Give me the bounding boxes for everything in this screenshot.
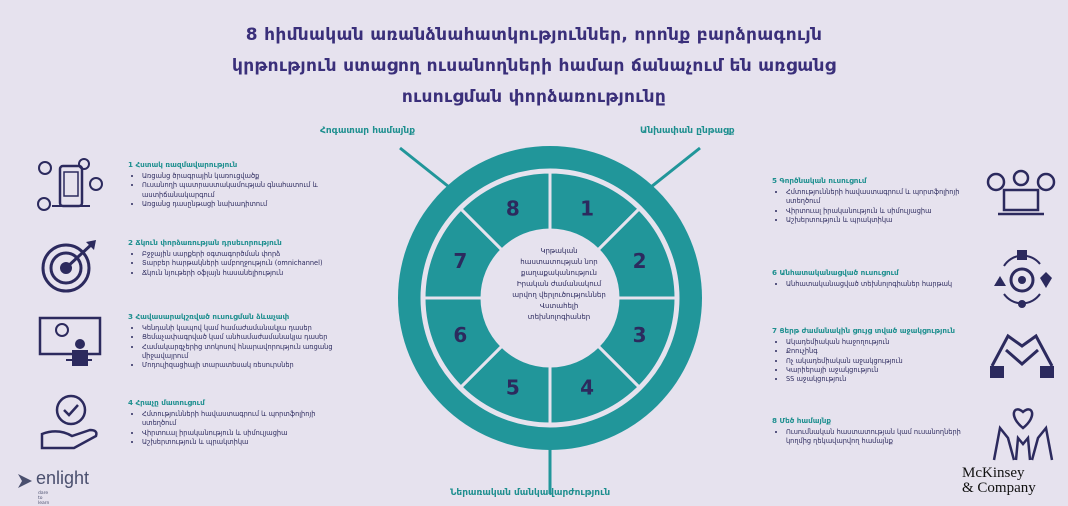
feature-items: Ակադեմիական հաջողությունՔոուչինգՈչ ակադե… bbox=[772, 338, 977, 384]
feature-item: Վիրտուալ իրականություն և սիմուլյացիա bbox=[142, 429, 343, 438]
hand-badge-icon bbox=[40, 394, 98, 450]
feature-items: Բջջային սարքերի օգտագործման փորձՏարբեր հ… bbox=[128, 250, 343, 278]
wheel-center-ring bbox=[481, 229, 619, 367]
enlight-logo-name: enlight bbox=[36, 468, 90, 488]
feature-item: SS աջակցություն bbox=[786, 375, 977, 384]
feature-block: 2 Ճկուն փորձառության դրսեւորությունԲջջայ… bbox=[128, 238, 343, 278]
wheel-center bbox=[484, 232, 616, 364]
feature-block: 3 Հավասարակշռված ուսուցման ձևաչափԿենդանի… bbox=[128, 312, 343, 370]
feature-item: Բջջային սարքերի օգտագործման փորձ bbox=[142, 250, 343, 259]
wheel-segment-number-1: 1 bbox=[580, 196, 594, 220]
center-line: տեխնոլոգիաներ bbox=[527, 313, 591, 321]
enlight-logo-mark-icon bbox=[18, 474, 32, 488]
wheel-segment-number-7: 7 bbox=[453, 249, 467, 273]
feature-block: 6 Անհատականացված ուսուցումԱնհատականացված… bbox=[772, 268, 977, 289]
gears-laptop-icon bbox=[986, 169, 1056, 216]
feature-item: Ոչ ակադեմիական աջակցություն bbox=[786, 357, 977, 366]
label-inclusive-pedagogy: Ներառական մանկավարժություն bbox=[450, 488, 611, 498]
feature-item: Հմտությունների հավաստագրում և պորտֆոլիոյ… bbox=[786, 188, 977, 207]
features-wheel: 1 2 3 4 5 6 7 8 bbox=[398, 146, 702, 494]
feature-title: 2 Ճկուն փորձառության դրսեւորություն bbox=[128, 238, 282, 247]
center-line: քաղաքականություն bbox=[521, 269, 597, 277]
feature-item: Տարբեր հարթակների ամբողջություն (omnicha… bbox=[142, 259, 343, 268]
feature-items: Առցանց ծրագրային կառուցվածքՈւսանողի պատր… bbox=[128, 172, 343, 209]
feature-item: Մոդուլիզացիայի տարատեսակ ռեսուրսներ bbox=[142, 361, 343, 370]
feature-item: Ճկուն նյութերի օֆլայն հասանելիություն bbox=[142, 269, 343, 278]
mckinsey-line-2: & Company bbox=[962, 480, 1036, 496]
presentation-idea-icon bbox=[38, 316, 102, 366]
target-icon bbox=[41, 240, 96, 293]
label-seamless-flow: Անխափան ընթացք bbox=[640, 126, 735, 136]
wheel-segment-number-2: 2 bbox=[633, 249, 647, 273]
feature-item: Քոուչինգ bbox=[786, 347, 977, 356]
wheel-segment-number-5: 5 bbox=[506, 376, 520, 400]
feature-item: Աշխերտություն և պրակտիկա bbox=[786, 216, 977, 225]
feature-item: Ակադեմիական հաջողություն bbox=[786, 338, 977, 347]
center-line: Իրական ժամանակում bbox=[516, 280, 602, 288]
social-media-phone-icon bbox=[37, 158, 103, 211]
center-line: Կրթական bbox=[540, 247, 578, 255]
wheel-segment-number-4: 4 bbox=[580, 376, 594, 400]
wheel-segment-number-6: 6 bbox=[453, 323, 467, 347]
feature-title: 8 Մեծ համայնք bbox=[772, 416, 832, 425]
feature-title: 6 Անհատականացված ուսուցում bbox=[772, 268, 899, 277]
wheel-segment-number-3: 3 bbox=[633, 323, 647, 347]
title-line-1: 8 հիմնական առանձնահատկություններ, որոնք … bbox=[245, 25, 823, 45]
community-heart-icon bbox=[992, 408, 1054, 461]
feature-item: Անհատականացված տեխնոլոգիաներ հարթակ bbox=[786, 280, 977, 289]
mckinsey-logo: McKinsey & Company bbox=[962, 466, 1036, 496]
feature-item: Առցանց ծրագրային կառուցվածք bbox=[142, 172, 343, 181]
center-line: Վստահելի bbox=[539, 302, 579, 310]
feature-item: Ցեմաչափագրված կամ անհամաժամանակյա դասեր bbox=[142, 333, 343, 342]
feature-title: 3 Հավասարակշռված ուսուցման ձևաչափ bbox=[128, 312, 290, 321]
feature-block: 8 Մեծ համայնքՈւսումնական հաստատության կա… bbox=[772, 416, 977, 447]
feature-items: Ուսումնական հաստատության կամ ուսանողների… bbox=[772, 428, 977, 447]
center-line: հաստատության նոր bbox=[520, 258, 598, 266]
feature-item: Վիրտուալ իրականություն և սիմուլյացիա bbox=[786, 207, 977, 216]
feature-block: 4 Հրաչը մատուցումՀմտությունների հավաստագ… bbox=[128, 398, 343, 447]
feature-title: 5 Գործնական ուսուցում bbox=[772, 176, 867, 185]
label-caring-community: Հոգատար համայնք bbox=[320, 126, 416, 136]
handshake-icon bbox=[990, 333, 1054, 378]
feature-title: 4 Հրաչը մատուցում bbox=[128, 398, 205, 407]
feature-item: Կենդանի կապով կամ համաժամանակյա դասեր bbox=[142, 324, 343, 333]
page-title: 8 հիմնական առանձնահատկություններ, որոնք … bbox=[200, 20, 868, 113]
wheel-segment-number-8: 8 bbox=[506, 196, 520, 220]
feature-title: 7 Ցերթ ժամանակին ցույց տված աջակցություն bbox=[772, 326, 956, 335]
mckinsey-line-1: McKinsey bbox=[962, 465, 1025, 481]
feature-items: Կենդանի կապով կամ համաժամանակյա դասերՑեմ… bbox=[128, 324, 343, 370]
feature-item: Համակարգչերից տոկոսով հնարավորություն առ… bbox=[142, 343, 343, 362]
feature-items: Անհատականացված տեխնոլոգիաներ հարթակ bbox=[772, 280, 977, 289]
feature-item: Ուսանողի պատրաստակամության գնահատում և ա… bbox=[142, 181, 343, 200]
feature-title: 1 Հստակ ռազմավարություն bbox=[128, 160, 238, 169]
feature-block: 1 Հստակ ռազմավարությունԱռցանց ծրագրային … bbox=[128, 160, 343, 209]
title-line-3: ուսուցման փորձառությունը bbox=[401, 87, 667, 107]
feature-item: Աշխերտություն և պրակտիկա bbox=[142, 438, 343, 447]
feature-item: Առցանց դասընթացի նախադիտում bbox=[142, 200, 343, 209]
feature-block: 7 Ցերթ ժամանակին ցույց տված աջակցություն… bbox=[772, 326, 977, 384]
feature-item: Կարիերայի աջակցություն bbox=[786, 366, 977, 375]
feature-item: Ուսումնական հաստատության կամ ուսանողների… bbox=[786, 428, 977, 447]
feature-item: Հմտությունների հավաստագրում և պորտֆոլիոյ… bbox=[142, 410, 343, 429]
center-line: արվող վերլուծություններ bbox=[512, 291, 606, 299]
personalization-cycle-icon bbox=[994, 250, 1052, 308]
wheel-ring-divider bbox=[420, 168, 680, 428]
title-line-2: կրթություն ստացող ուսանողների համար ճանա… bbox=[232, 56, 836, 76]
feature-block: 5 Գործնական ուսուցումՀմտությունների հավա… bbox=[772, 176, 977, 225]
feature-items: Հմտությունների հավաստագրում և պորտֆոլիոյ… bbox=[772, 188, 977, 225]
feature-items: Հմտությունների հավաստագրում և պորտֆոլիոյ… bbox=[128, 410, 343, 447]
